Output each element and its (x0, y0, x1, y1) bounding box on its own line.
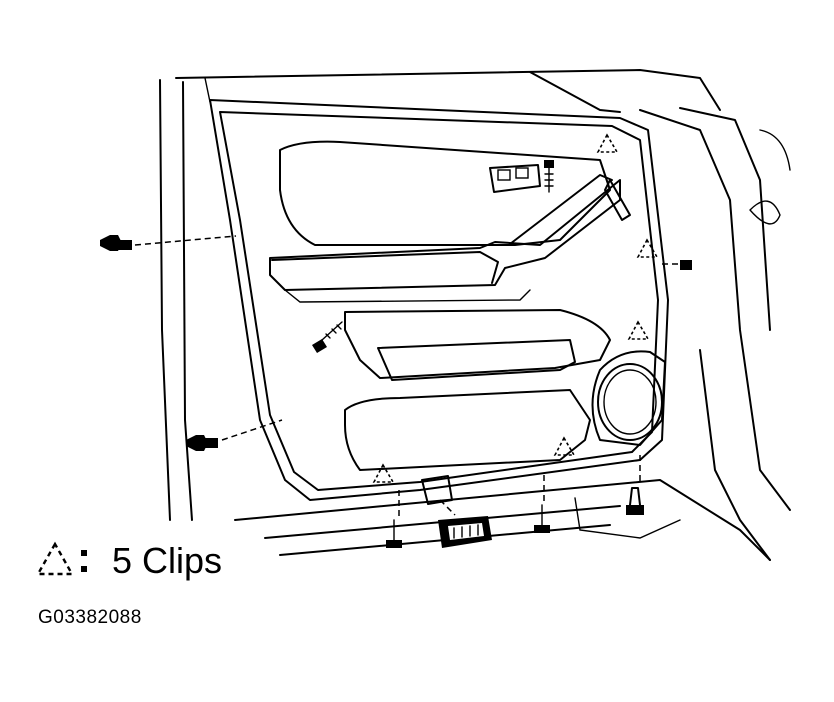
armrest (269, 174, 621, 303)
upper-recess (279, 140, 611, 246)
clip-left-upper (100, 235, 237, 251)
speaker-grille (591, 350, 666, 446)
clip-bottom-mid (534, 475, 550, 533)
clip-legend-icon (35, 541, 75, 576)
window-switch (489, 164, 541, 193)
clip-left-lower (186, 419, 283, 451)
clip-bottom-right (626, 455, 644, 515)
clip-marker-icon (596, 133, 619, 153)
clip-marker-icon (372, 463, 395, 483)
door-handle (604, 179, 631, 221)
door-pocket (344, 309, 611, 381)
legend-text: 5 Clips (112, 540, 223, 581)
trim-panel (209, 99, 669, 501)
clip-marker-icon (627, 320, 650, 340)
screw-armrest (312, 321, 343, 353)
figure-id: G03382088 (38, 607, 142, 628)
clip-right (662, 260, 692, 270)
clip-marker-icon (553, 436, 576, 456)
screw-upper (544, 160, 554, 193)
clip-bottom-left (386, 490, 402, 548)
clip-marker-icon (636, 238, 659, 258)
clip-markers (372, 133, 659, 483)
lower-pocket (344, 389, 591, 471)
courtesy-lamp (421, 475, 492, 548)
legend-colon (81, 550, 87, 572)
